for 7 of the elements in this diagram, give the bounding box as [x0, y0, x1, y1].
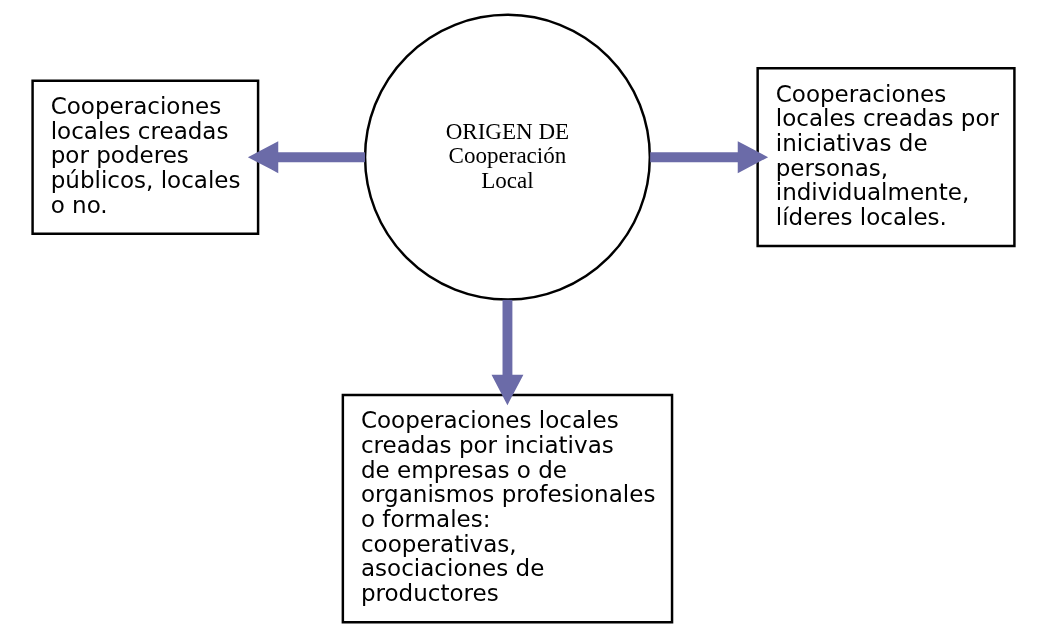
- node-box: Cooperaciones locales creadas por poderes públicos, locales o no.: [30, 79, 259, 235]
- arrow: [491, 299, 523, 406]
- node-box: Cooperaciones locales creadas por iniciativas de personas, individualmente, líderes locales.: [755, 67, 1016, 248]
- arrow: [247, 141, 365, 174]
- node-circle: ORIGEN DE Cooperación Local: [363, 13, 651, 301]
- node-box: Cooperaciones locales creadas por inciativas de empresas o de organismos profesionales o formales: cooperativas, asociaciones de productores: [341, 393, 673, 624]
- arrow: [649, 141, 768, 174]
